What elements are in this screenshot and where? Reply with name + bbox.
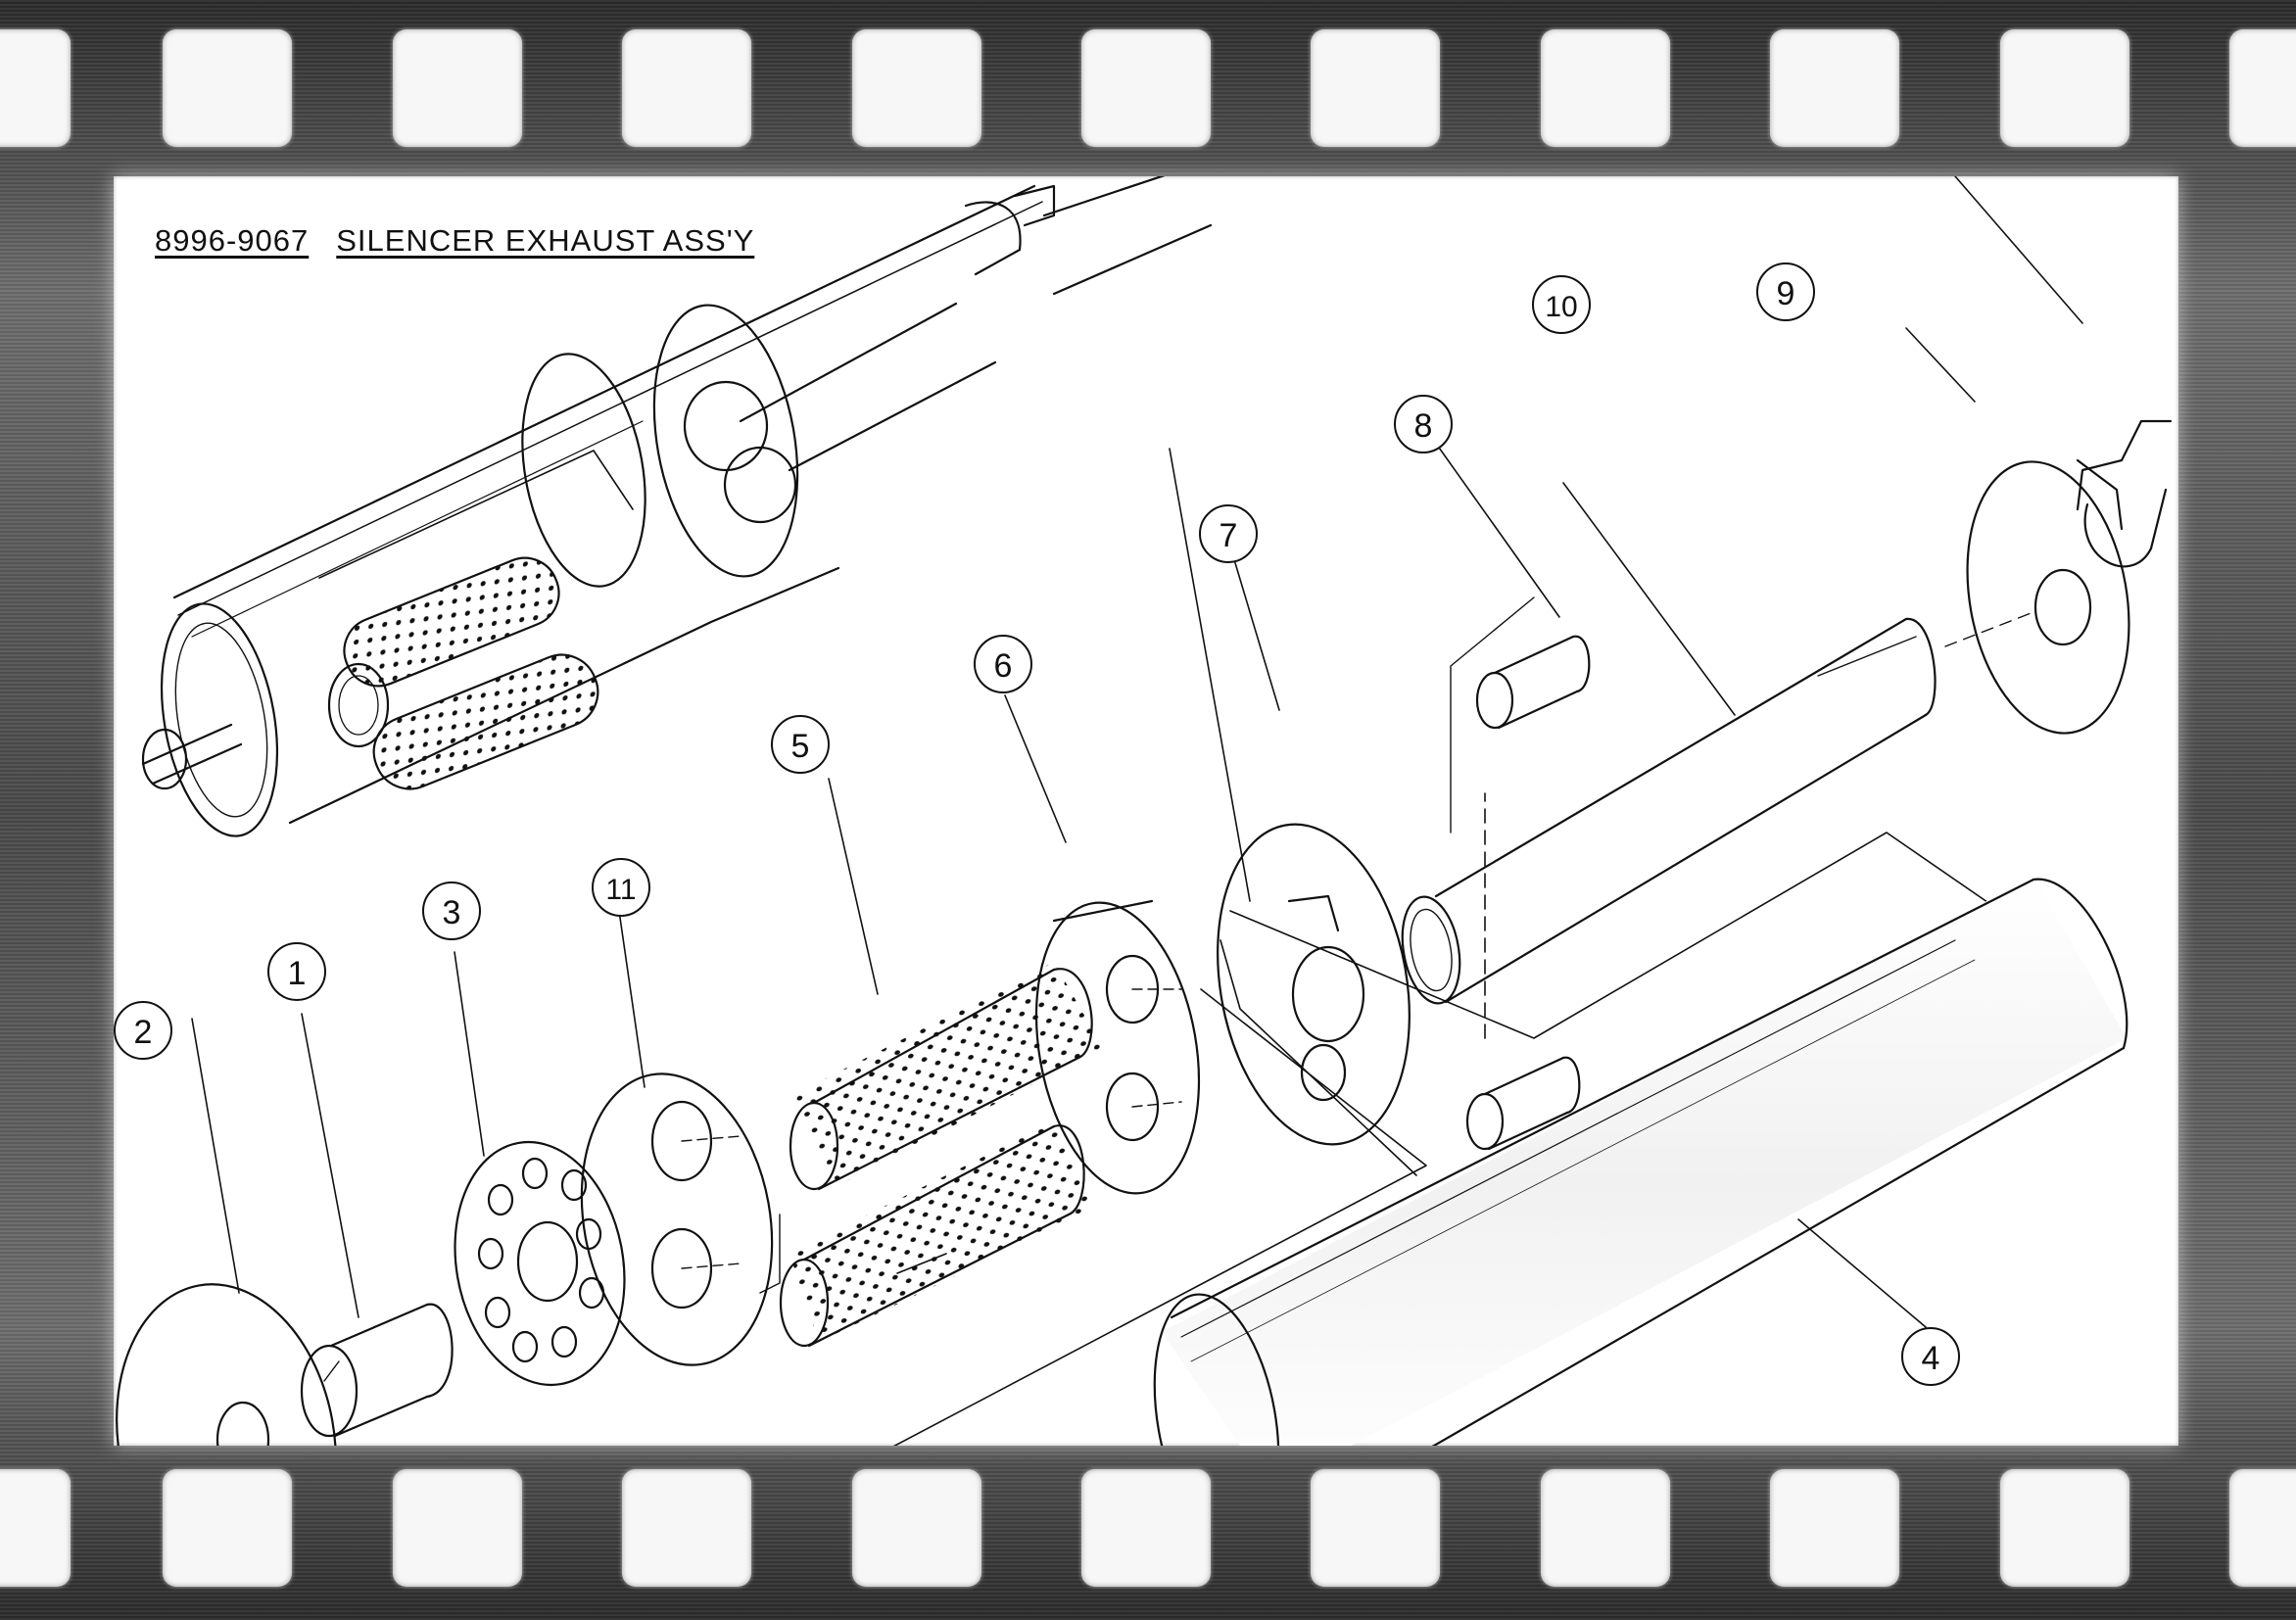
svg-text:4: 4 (1922, 1340, 1940, 1377)
sprocket-hole (1081, 1469, 1211, 1587)
svg-text:2: 2 (134, 1014, 153, 1051)
assembly-title: SILENCER EXHAUST ASS'Y (336, 223, 755, 258)
sprocket-hole (163, 29, 292, 147)
part-1-inlet-pipe (300, 1303, 454, 1438)
sprocket-hole (1081, 29, 1211, 147)
sprocket-hole (2000, 29, 2129, 147)
callout-10: 10 (1532, 275, 1591, 334)
sprocket-hole (393, 1469, 522, 1587)
svg-text:5: 5 (791, 728, 810, 765)
diagram-title: 8996-9067 SILENCER EXHAUST ASS'Y (155, 223, 754, 259)
callout-leader-lines (191, 327, 1976, 1328)
callout-7: 7 (1199, 504, 1258, 563)
part-3-baffle-disc (454, 1140, 626, 1387)
sprocket-hole (852, 1469, 981, 1587)
callout-9: 9 (1756, 262, 1815, 321)
sprocket-hole (2229, 29, 2296, 147)
sprocket-hole (1770, 1469, 1899, 1587)
sprocket-hole (622, 29, 751, 147)
part-number: 8996-9067 (155, 223, 310, 258)
diagram-frame: 8996-9067 SILENCER EXHAUST ASS'Y (114, 176, 2178, 1446)
callout-bubbles: 1 2 3 4 5 6 7 (114, 262, 1960, 1386)
svg-text:11: 11 (605, 874, 636, 906)
callout-5: 5 (771, 715, 830, 774)
part-4-outer-shell (1153, 877, 2129, 1446)
exploded-view-diagram: 1 2 3 4 5 6 7 (114, 176, 2173, 1446)
callout-4: 4 (1901, 1327, 1960, 1386)
clamp (1954, 176, 2173, 568)
sprocket-hole (0, 29, 71, 147)
sprocket-hole (852, 29, 981, 147)
sprocket-hole (0, 1469, 71, 1587)
assembled-cutaway (141, 176, 1213, 837)
sprocket-hole (1311, 1469, 1440, 1587)
sprocket-hole (622, 1469, 751, 1587)
sprocket-hole (393, 29, 522, 147)
sprocket-hole (1541, 29, 1670, 147)
part-5-perforated-tubes (779, 962, 1103, 1348)
part-10-center-tube (1401, 617, 1937, 1005)
svg-text:10: 10 (1545, 291, 1577, 323)
svg-text:1: 1 (288, 955, 307, 992)
sprocket-hole (1541, 1469, 1670, 1587)
callout-2: 2 (114, 1001, 172, 1060)
part-11-baffle-plate (580, 1072, 781, 1366)
callout-1: 1 (267, 942, 326, 1001)
sprocket-hole (1311, 29, 1440, 147)
callout-11: 11 (592, 858, 650, 917)
callout-6: 6 (974, 635, 1032, 693)
part-7-front-plate (1217, 823, 1411, 1146)
callout-8: 8 (1394, 395, 1453, 453)
sprocket-hole (2000, 1469, 2129, 1587)
sprocket-hole (163, 1469, 292, 1587)
sprocket-row-bottom (0, 1469, 2296, 1587)
sprocket-hole (1770, 29, 1899, 147)
part-6-twin-hole-baffle (1034, 899, 1201, 1195)
part-8-spacer-sleeves (1465, 635, 1591, 1151)
svg-text:9: 9 (1777, 275, 1795, 312)
part-9-rear-plate (1944, 458, 2130, 735)
callout-3: 3 (422, 881, 481, 940)
svg-text:8: 8 (1414, 407, 1433, 445)
svg-text:7: 7 (1220, 517, 1238, 554)
sprocket-hole (2229, 1469, 2296, 1587)
sprocket-row-top (0, 29, 2296, 147)
svg-text:6: 6 (994, 647, 1013, 685)
part-2-end-plate (116, 1283, 337, 1446)
svg-text:3: 3 (443, 894, 461, 931)
